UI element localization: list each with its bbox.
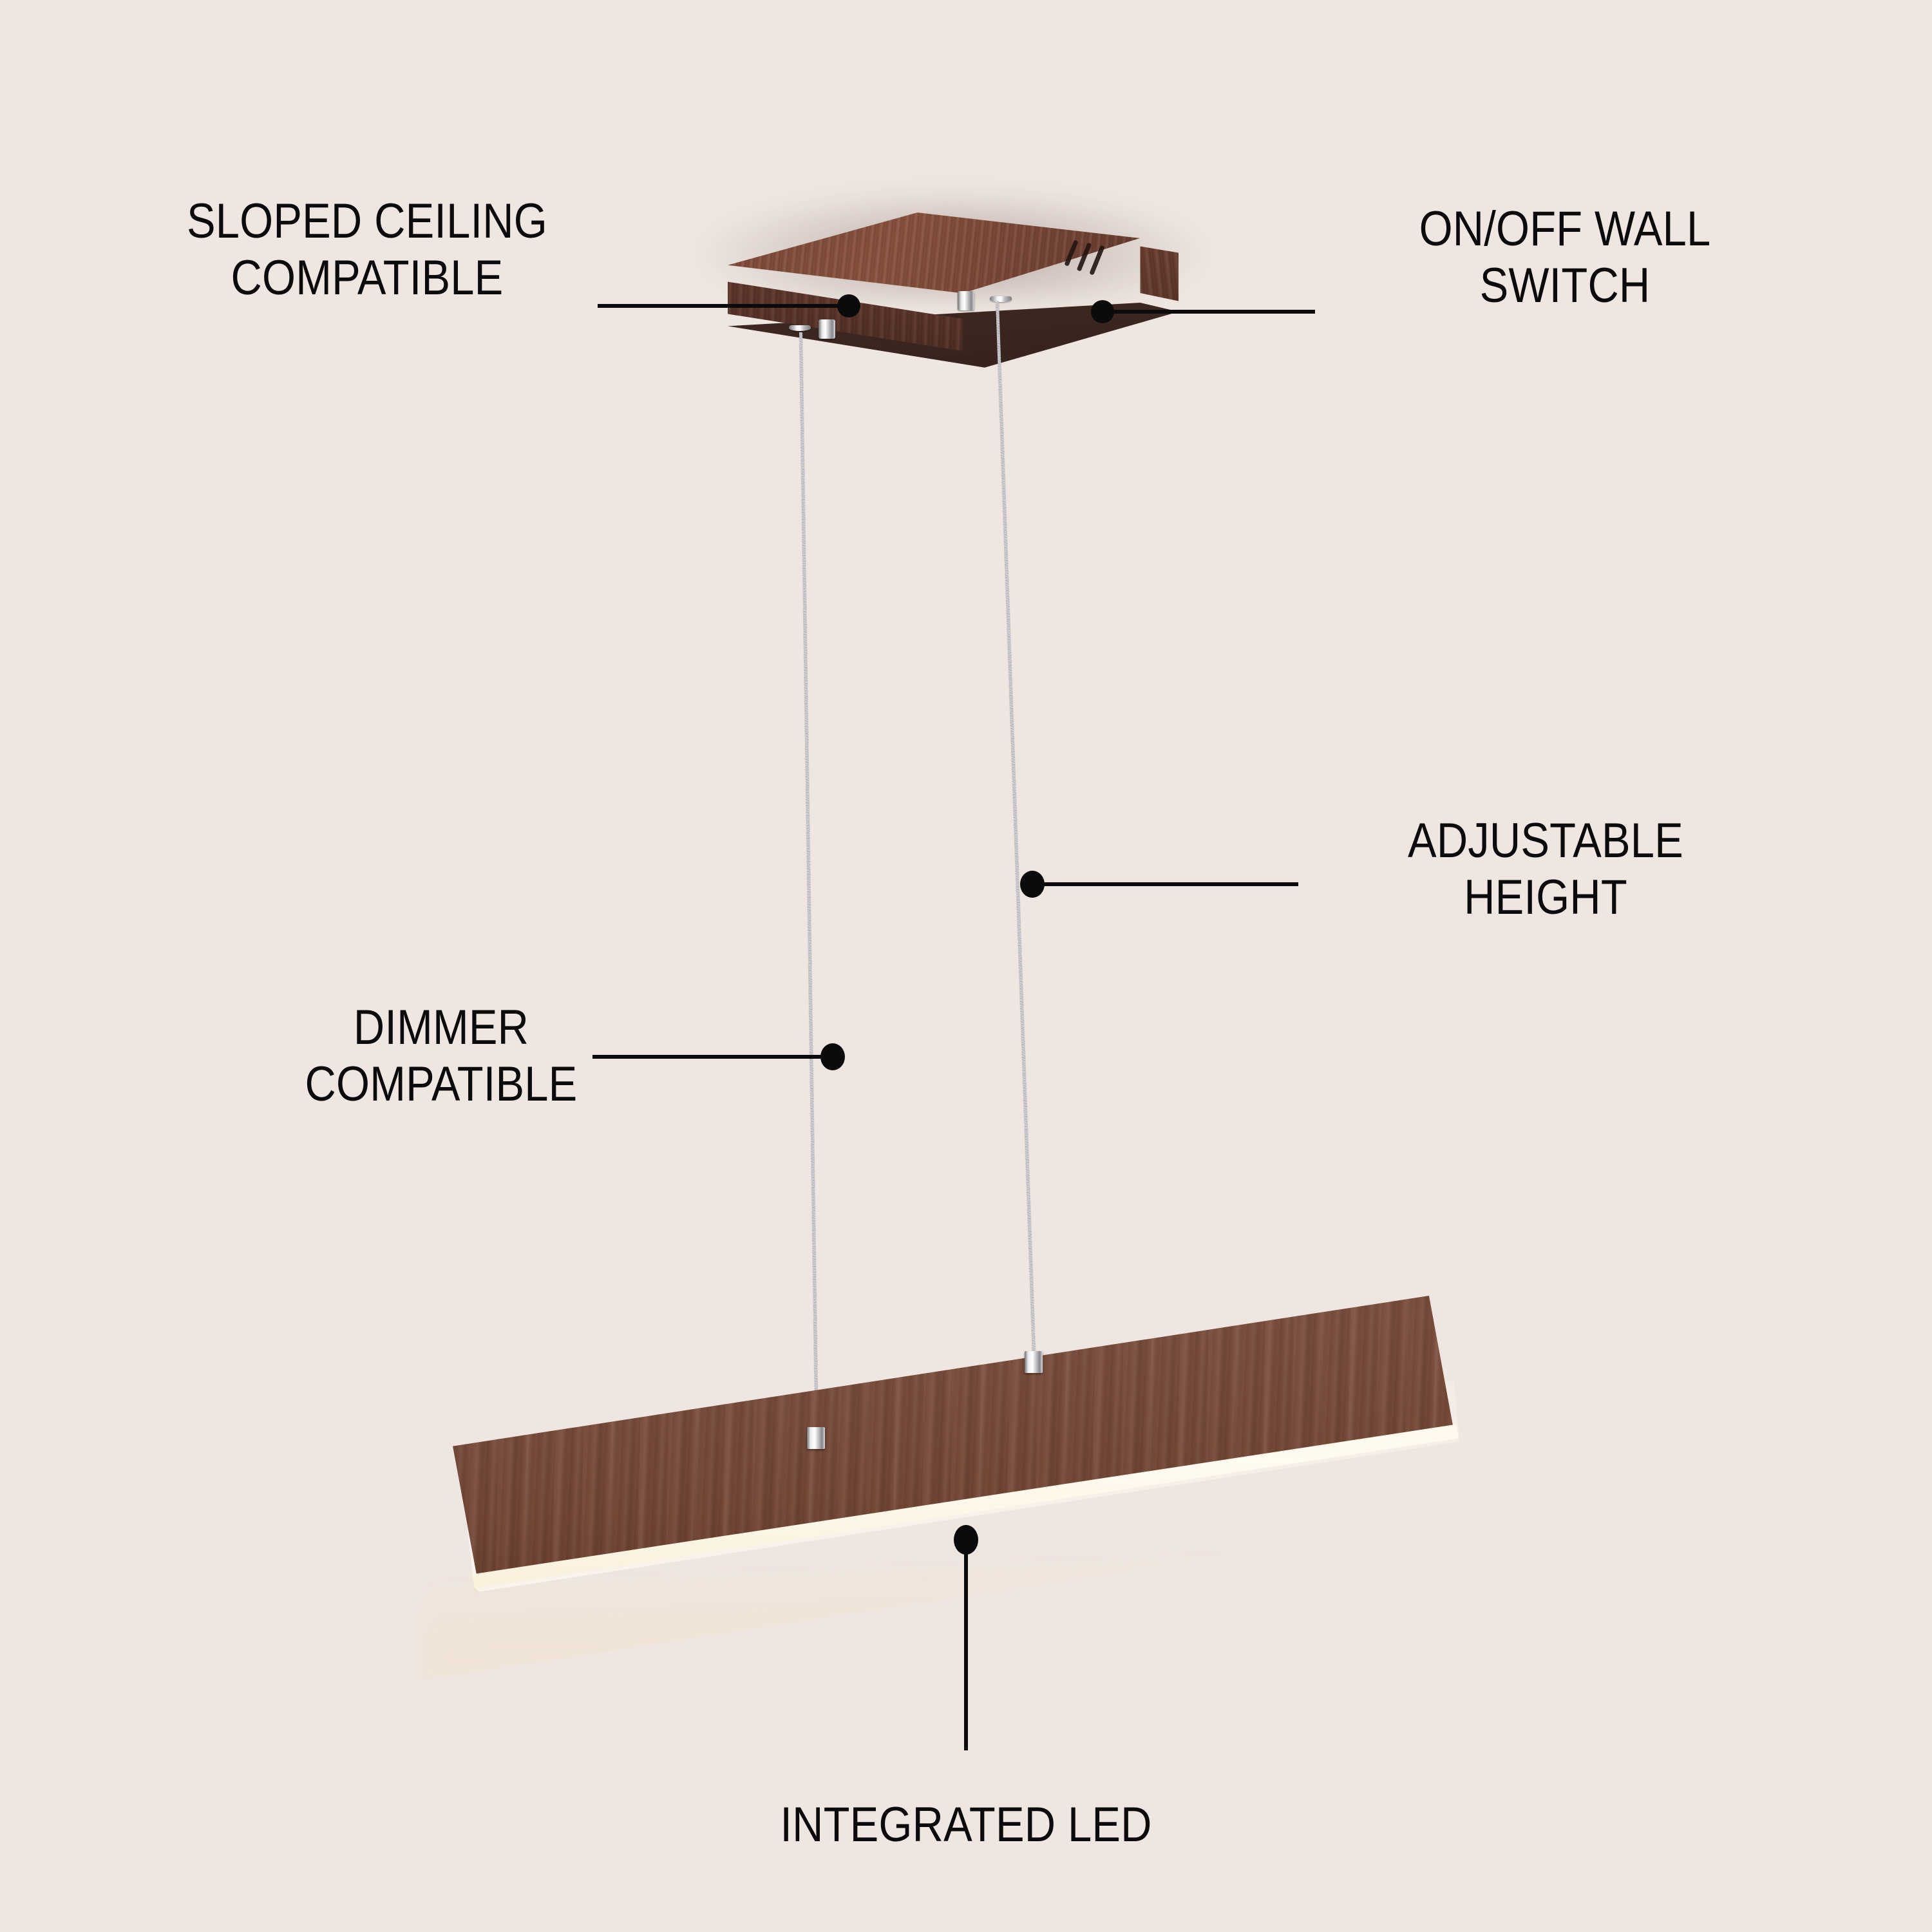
- callout-label-adjustable-height: ADJUSTABLE HEIGHT: [1408, 813, 1683, 925]
- cable-grip-icon: [819, 319, 835, 339]
- leader-dot-integrated-led: [954, 1525, 978, 1555]
- leader-line-adjustable-height: [1041, 882, 1298, 886]
- callout-label-sloped-ceiling: SLOPED CEILING COMPATIBLE: [187, 194, 547, 306]
- canopy-end-face: [1140, 246, 1179, 301]
- cable-grip-icon: [958, 291, 974, 310]
- bar-cable-grip-icon: [807, 1427, 825, 1449]
- leader-line-wall-switch: [1109, 310, 1315, 314]
- right-suspension-cable: [996, 301, 1036, 1370]
- leader-line-sloped-ceiling: [598, 304, 850, 308]
- cable-cone-icon: [789, 325, 811, 331]
- bar-bottom-lip: [471, 1587, 479, 1595]
- callout-label-integrated-led: INTEGRATED LED: [780, 1797, 1152, 1852]
- leader-dot-adjustable-height: [1020, 871, 1045, 898]
- leader-dot-wall-switch: [1091, 300, 1114, 323]
- linear-light-bar: [419, 1275, 1520, 1687]
- cable-cone-icon: [990, 296, 1012, 302]
- bar-wood-face: [453, 1296, 1455, 1582]
- callout-label-on-off-wall-switch: ON/OFF WALL SWITCH: [1419, 202, 1711, 314]
- leader-dot-sloped-ceiling: [837, 294, 860, 317]
- leader-line-dimmer: [592, 1055, 832, 1059]
- leader-dot-dimmer: [820, 1043, 845, 1070]
- callout-label-dimmer-compatible: DIMMER COMPATIBLE: [305, 1000, 578, 1112]
- bar-cable-grip-icon: [1025, 1351, 1043, 1373]
- leader-line-integrated-led: [964, 1540, 968, 1750]
